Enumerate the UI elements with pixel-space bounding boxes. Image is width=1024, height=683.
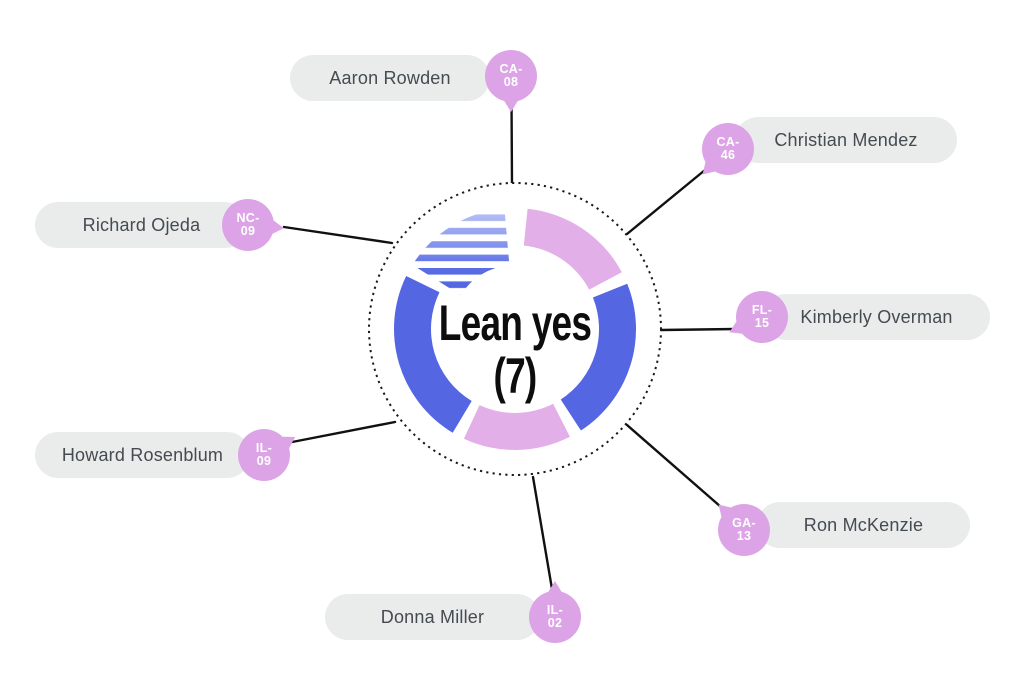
cluster-label-count: (7) [493, 348, 537, 404]
district-label: GA- 13 [732, 515, 756, 543]
donut-segment-blue-left [393, 276, 472, 433]
donut-segment-pink-bottom [463, 403, 570, 450]
connector-line-aaron [510, 96, 514, 186]
member-name-pill-kimberly-overman[interactable]: Kimberly Overman [763, 294, 990, 340]
member-name-pill-christian-mendez[interactable]: Christian Mendez [735, 117, 957, 163]
donut-segment-blue-right [560, 283, 637, 431]
donut-segment-hatched-top-left [412, 208, 510, 296]
connector-line-christian [625, 168, 707, 236]
connector-line-donna [531, 475, 554, 591]
member-name-pill-ron-mckenzie[interactable]: Ron McKenzie [757, 502, 970, 548]
district-label: IL- 09 [255, 440, 273, 468]
connector-line-ron [625, 423, 723, 509]
district-label: NC- 09 [236, 210, 260, 238]
connector-line-howard [285, 420, 397, 445]
donut-segment-pink-top-right [523, 208, 622, 290]
district-badge-il09[interactable]: IL- 09 [238, 429, 300, 481]
member-name-label: Kimberly Overman [800, 306, 953, 327]
donut-chart [393, 208, 637, 450]
district-badge-il02[interactable]: IL- 02 [529, 581, 581, 643]
member-name-pill-richard-ojeda[interactable]: Richard Ojeda [35, 202, 248, 248]
district-badge-ca46[interactable]: CA- 46 [696, 123, 754, 181]
member-name-label: Donna Miller [380, 606, 485, 627]
district-badge-fl15[interactable]: FL- 15 [725, 291, 788, 343]
member-name-label: Christian Mendez [774, 129, 918, 150]
district-badge-ca08[interactable]: CA- 08 [485, 50, 537, 112]
cluster-label: Lean yes (7) [404, 297, 626, 403]
member-name-pill-donna-miller[interactable]: Donna Miller [325, 594, 540, 640]
district-label: IL- 02 [546, 602, 564, 630]
connector-lines [282, 96, 738, 591]
member-name-label: Aaron Rowden [329, 67, 451, 88]
connector-line-richard [282, 225, 394, 245]
member-name-label: Ron McKenzie [803, 514, 924, 535]
connector-line-kimberly [659, 327, 738, 332]
cluster-label-line1: Lean yes [438, 295, 592, 351]
district-label: FL- 15 [751, 302, 773, 330]
member-name-label: Richard Ojeda [82, 214, 201, 235]
member-name-label: Howard Rosenblum [61, 444, 224, 465]
member-name-pill-howard-rosenblum[interactable]: Howard Rosenblum [35, 432, 250, 478]
district-badge-ga13[interactable]: GA- 13 [712, 498, 770, 556]
district-label: CA- 08 [499, 61, 523, 89]
member-name-pill-aaron-rowden[interactable]: Aaron Rowden [290, 55, 490, 101]
district-label: CA- 46 [716, 134, 740, 162]
district-badge-nc09[interactable]: NC- 09 [222, 199, 285, 251]
